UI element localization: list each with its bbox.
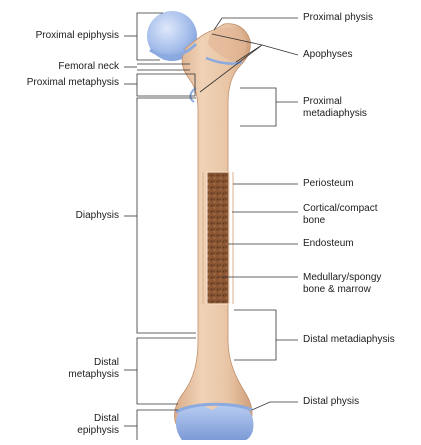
label-distal-epiphysis-line2: epiphysis bbox=[77, 425, 119, 437]
leader-distal-physis bbox=[252, 402, 298, 410]
label-cortical-line1: Cortical/compact bbox=[303, 203, 377, 215]
label-endosteum: Endosteum bbox=[303, 238, 354, 250]
bracket-proximal-metadiaphysis bbox=[240, 88, 276, 126]
label-proximal-metaphysis: Proximal metaphysis bbox=[27, 77, 119, 89]
label-cortical-line2: bone bbox=[303, 215, 377, 227]
label-distal-metaphysis-line2: metaphysis bbox=[68, 369, 119, 381]
label-cortical-bone: Cortical/compact bone bbox=[303, 203, 377, 227]
label-medullary-line2: bone & marrow bbox=[303, 284, 381, 296]
bracket-diaphysis bbox=[137, 98, 196, 333]
distal-condyles bbox=[176, 404, 254, 440]
left-brackets bbox=[124, 13, 196, 440]
label-apophyses: Apophyses bbox=[303, 49, 352, 61]
label-periosteum: Periosteum bbox=[303, 178, 354, 190]
label-distal-metadiaphysis: Distal metadiaphysis bbox=[303, 334, 395, 346]
label-proximal-epiphysis: Proximal epiphysis bbox=[36, 30, 119, 42]
bracket-proximal-metaphysis bbox=[137, 74, 195, 96]
label-proximal-metadiaphysis-line1: Proximal bbox=[303, 96, 367, 108]
bracket-distal-metadiaphysis bbox=[234, 310, 276, 360]
label-medullary: Medullary/spongy bone & marrow bbox=[303, 272, 381, 296]
label-medullary-line1: Medullary/spongy bbox=[303, 272, 381, 284]
label-distal-metaphysis-line1: Distal bbox=[68, 357, 119, 369]
label-proximal-physis: Proximal physis bbox=[303, 12, 373, 24]
label-proximal-metadiaphysis-line2: metadiaphysis bbox=[303, 108, 367, 120]
label-proximal-metadiaphysis: Proximal metadiaphysis bbox=[303, 96, 367, 120]
label-distal-epiphysis-line1: Distal bbox=[77, 413, 119, 425]
bracket-femoral-neck bbox=[137, 64, 190, 70]
label-distal-epiphysis: Distal epiphysis bbox=[77, 413, 119, 437]
bracket-distal-epiphysis bbox=[137, 410, 178, 440]
label-diaphysis: Diaphysis bbox=[76, 210, 119, 222]
medullary-cavity bbox=[207, 172, 229, 304]
label-femoral-neck: Femoral neck bbox=[58, 61, 119, 73]
label-distal-metaphysis: Distal metaphysis bbox=[68, 357, 119, 381]
label-distal-physis: Distal physis bbox=[303, 396, 359, 408]
